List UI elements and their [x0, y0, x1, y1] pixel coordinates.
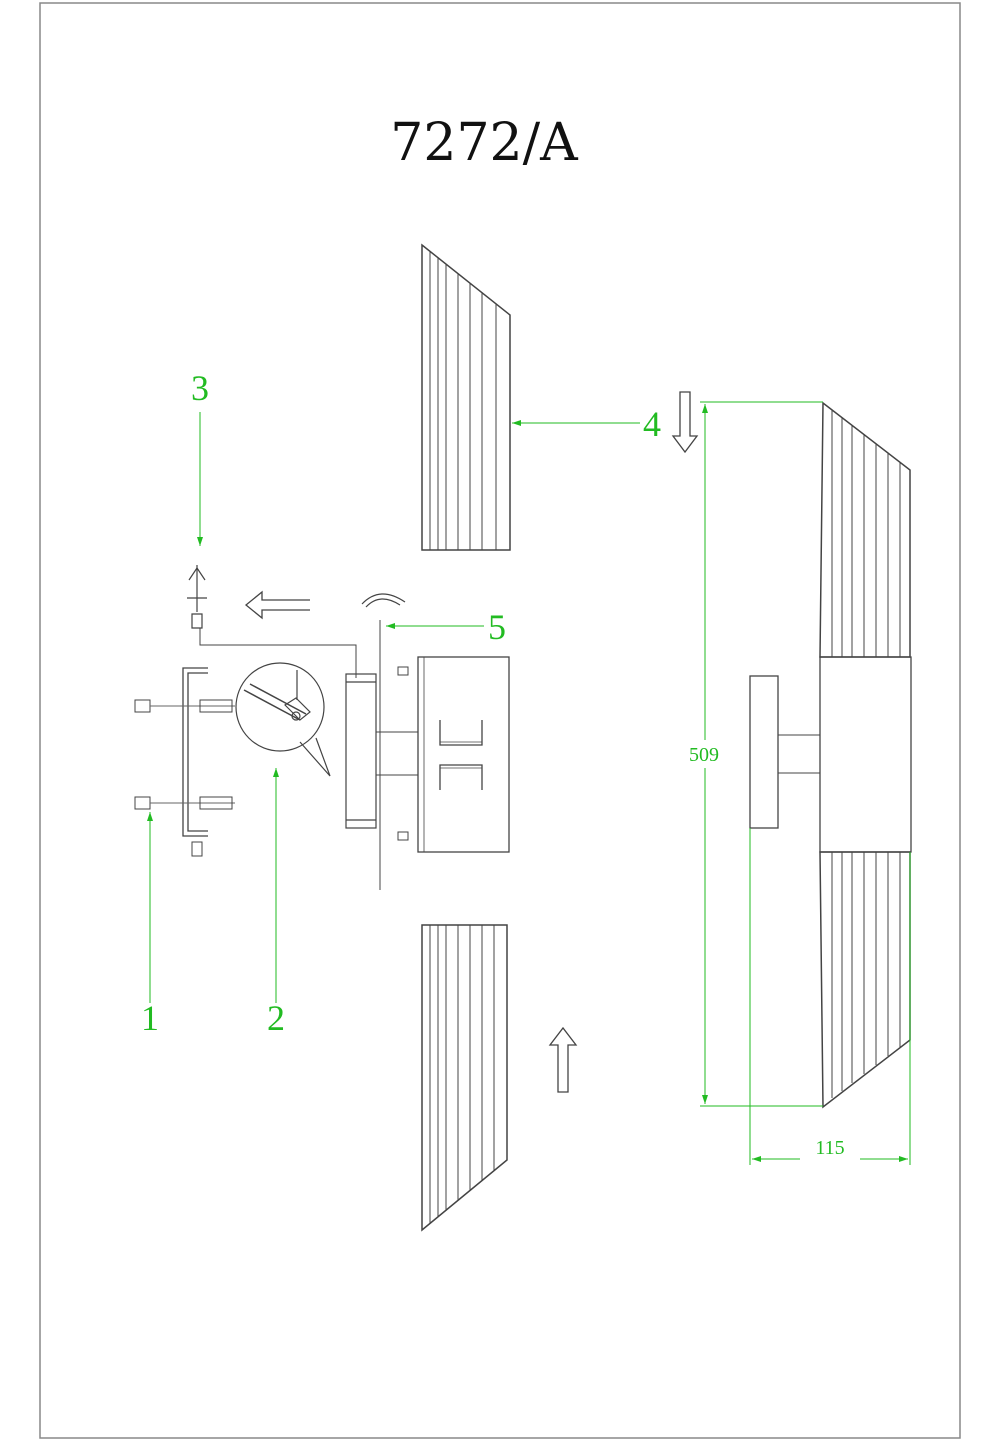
callout-1: 1: [141, 812, 159, 1038]
support-arm: [376, 731, 418, 776]
callout-label-5: 5: [488, 607, 506, 647]
callout-label-4: 4: [643, 404, 661, 444]
depth-dimension: [749, 828, 911, 1165]
depth-dimension-label: 115: [815, 1137, 844, 1159]
wall-anchors: [134, 699, 235, 857]
down-arrow: [671, 391, 699, 454]
callout-label-1: 1: [141, 998, 159, 1038]
body-screws: [379, 620, 409, 890]
wiring-detail: [235, 662, 331, 777]
bottom-glass-shade: [421, 924, 508, 1232]
retaining-clip: [361, 593, 406, 608]
left-arrow: [244, 590, 310, 620]
callout-4: 4: [512, 404, 661, 444]
up-arrow: [548, 1026, 578, 1093]
callout-5: 5: [386, 607, 506, 647]
callout-3: 3: [191, 368, 209, 546]
model-title: 7272/A: [390, 113, 579, 173]
page-frame: [39, 2, 961, 1439]
callout-label-2: 2: [267, 998, 285, 1038]
callout-2: 2: [267, 768, 285, 1038]
assembled-view: [749, 401, 912, 1109]
callout-label-3: 3: [191, 368, 209, 408]
top-glass-shade: [421, 243, 511, 551]
height-dimension: [700, 401, 823, 1107]
ground-screw: [187, 565, 207, 629]
mounting-bracket: [182, 667, 208, 837]
ground-wire: [199, 628, 357, 678]
lamp-body: [417, 656, 510, 853]
height-dimension-label: 509: [689, 744, 719, 766]
wall-canopy: [345, 673, 377, 829]
